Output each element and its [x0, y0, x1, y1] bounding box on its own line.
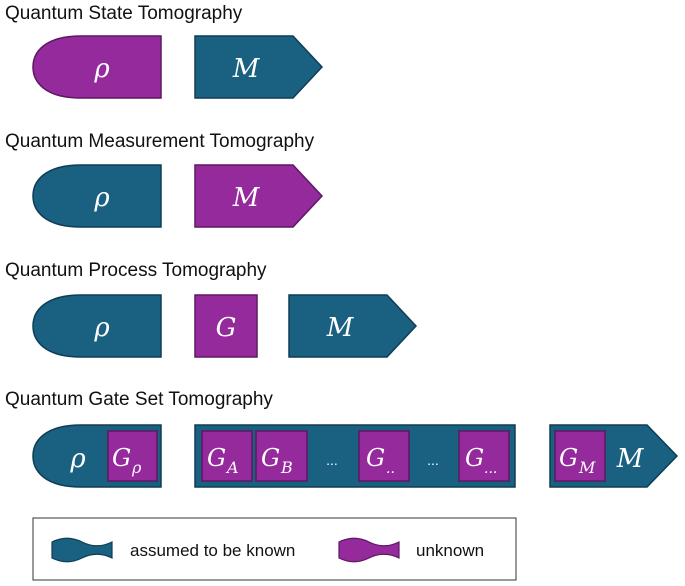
gate-dots-2-symbol: G: [366, 444, 385, 472]
state-gate-subscript: ρ: [131, 458, 142, 477]
legend-box: [32, 517, 517, 581]
section-title-state-tomography: Quantum State Tomography: [5, 3, 243, 24]
gate-b-symbol: G: [261, 444, 280, 472]
gate-a-subscript: A: [225, 458, 239, 477]
state-shape: [32, 164, 162, 228]
gate-box-a: [201, 430, 253, 482]
gate-symbol: G: [216, 313, 237, 343]
section-title-measurement-tomography: Quantum Measurement Tomography: [5, 131, 315, 152]
state-gate-box: [107, 430, 158, 482]
legend-known-label: assumed to be known: [130, 541, 295, 560]
gate-b-subscript: B: [280, 458, 293, 477]
gate-a-symbol: G: [207, 444, 226, 472]
state-gate-symbol: G: [112, 444, 131, 472]
gate-ellipsis: ...: [326, 452, 338, 468]
measurement-symbol: M: [232, 54, 261, 84]
state-symbol: ρ: [93, 54, 110, 84]
gate-box-b: [255, 430, 308, 482]
gate-box-dots-3: [458, 430, 510, 482]
measurement-shape: [288, 294, 418, 358]
gate-dots-3-subscript: ...: [484, 461, 497, 477]
state-symbol: ρ: [69, 444, 86, 474]
section-title-gate-set-tomography: Quantum Gate Set Tomography: [5, 389, 273, 410]
measurement-gate-subscript: M: [578, 458, 596, 477]
gate-dots-3-symbol: G: [465, 444, 484, 472]
state-symbol: ρ: [93, 313, 110, 343]
state-shape: [32, 35, 162, 99]
gate-ellipsis: ...: [427, 452, 439, 468]
measurement-shape: [194, 35, 324, 99]
legend-unknown-label: unknown: [416, 541, 484, 560]
measurement-gate-box: [554, 430, 606, 482]
measurement-symbol: M: [232, 183, 261, 213]
gate-box-dots-2: [358, 430, 410, 482]
gate-dots-2-subscript: ..: [386, 461, 395, 477]
legend-unknown-swatch: [338, 537, 400, 563]
measurement-gate-symbol: G: [559, 444, 578, 472]
state-symbol: ρ: [93, 183, 110, 213]
section-title-process-tomography: Quantum Process Tomography: [5, 260, 267, 281]
gate-box: [194, 294, 258, 358]
state-shape: [32, 294, 162, 358]
measurement-symbol: M: [616, 444, 645, 474]
measurement-shape: [194, 164, 324, 228]
measurement-symbol: M: [326, 313, 355, 343]
legend-known-swatch: [51, 537, 113, 563]
